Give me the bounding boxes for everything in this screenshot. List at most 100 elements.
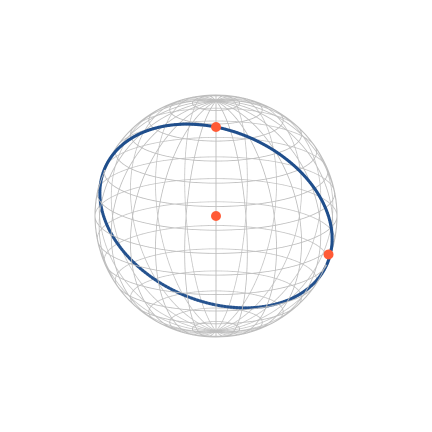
latitude-line-front — [268, 322, 273, 325]
longitude-line-front — [249, 102, 256, 105]
longitude-line-back — [246, 293, 251, 299]
longitude-line-front — [192, 319, 195, 324]
longitude-line-back — [156, 156, 158, 163]
longitude-line-back — [221, 333, 226, 335]
longitude-line-front — [115, 266, 118, 273]
longitude-line-front — [160, 115, 167, 120]
longitude-line-front — [98, 182, 101, 189]
longitude-line-back — [330, 183, 333, 190]
longitude-line-back — [144, 257, 148, 264]
longitude-line-front — [125, 145, 130, 151]
longitude-line-front — [296, 299, 301, 304]
latitude-line-back — [177, 202, 186, 205]
longitude-line-back — [186, 226, 189, 233]
longitude-line-back — [269, 109, 274, 114]
longitude-line-front — [95, 193, 98, 200]
longitude-line-back — [305, 276, 311, 282]
longitude-line-front — [334, 193, 337, 200]
longitude-line-front — [100, 197, 104, 204]
latitude-line-front — [263, 317, 269, 320]
longitude-line-front — [96, 187, 100, 194]
latitude-line-front — [335, 218, 338, 222]
longitude-line-back — [140, 133, 144, 139]
latitude-line-back — [267, 275, 273, 278]
longitude-line-back — [284, 257, 288, 264]
latitude-line-front — [244, 292, 253, 294]
latitude-line-back — [157, 299, 161, 302]
longitude-line-front — [289, 147, 295, 153]
latitude-line-back — [155, 182, 163, 185]
longitude-line-front — [298, 127, 304, 132]
latitude-line-front — [174, 327, 180, 330]
longitude-line-front — [149, 316, 154, 320]
longitude-line-front — [262, 310, 265, 315]
longitude-line-back — [241, 121, 244, 127]
latitude-line-back — [156, 205, 164, 208]
longitude-line-back — [278, 292, 283, 298]
longitude-line-front — [170, 116, 177, 121]
latitude-line-front — [157, 130, 161, 133]
longitude-line-front — [192, 334, 197, 336]
latitude-line-front — [265, 177, 273, 180]
longitude-line-back — [278, 118, 283, 123]
longitude-line-front — [115, 159, 120, 166]
latitude-line-front — [120, 161, 124, 165]
latitude-line-front — [135, 170, 141, 173]
latitude-line-back — [143, 162, 151, 165]
latitude-line-front — [241, 181, 249, 183]
longitude-line-front — [175, 329, 180, 332]
latitude-line-back — [162, 297, 166, 300]
latitude-line-front — [130, 242, 137, 245]
latitude-line-back — [182, 109, 189, 111]
point-center — [211, 211, 221, 221]
longitude-line-front — [194, 149, 197, 156]
longitude-line-front — [131, 299, 136, 304]
longitude-line-back — [196, 286, 200, 293]
latitude-line-front — [281, 267, 289, 270]
longitude-line-front — [315, 164, 320, 171]
latitude-line-back — [333, 233, 335, 237]
longitude-line-front — [317, 205, 320, 213]
longitude-line-back — [223, 325, 229, 329]
longitude-line-front — [194, 107, 200, 112]
longitude-line-front — [115, 194, 118, 201]
longitude-line-back — [240, 315, 246, 319]
longitude-line-back — [292, 235, 296, 242]
longitude-line-front — [163, 178, 167, 186]
longitude-line-front — [238, 316, 241, 321]
latitude-line-front — [277, 198, 285, 202]
longitude-line-back — [99, 217, 101, 224]
longitude-line-front — [254, 110, 262, 114]
latitude-line-back — [276, 183, 284, 186]
longitude-line-back — [218, 324, 222, 328]
longitude-line-back — [314, 159, 317, 166]
latitude-line-back — [286, 257, 293, 260]
latitude-line-back — [265, 252, 273, 255]
longitude-line-front — [230, 104, 237, 108]
longitude-line-front — [287, 123, 294, 128]
longitude-line-front — [286, 297, 290, 303]
latitude-line-back — [136, 233, 143, 237]
longitude-line-back — [118, 149, 122, 156]
latitude-line-front — [333, 195, 335, 199]
longitude-line-front — [141, 310, 147, 315]
latitude-line-back — [147, 230, 155, 234]
latitude-line-back — [299, 148, 306, 152]
longitude-line-back — [202, 304, 205, 309]
longitude-line-front — [294, 123, 300, 129]
latitude-line-front — [295, 296, 301, 300]
longitude-line-back — [315, 225, 319, 232]
longitude-line-front — [239, 313, 242, 318]
longitude-line-front — [314, 266, 317, 273]
longitude-line-back — [155, 200, 158, 208]
latitude-line-front — [239, 251, 248, 254]
longitude-line-back — [131, 128, 136, 133]
longitude-line-back — [260, 114, 264, 119]
longitude-line-back — [134, 124, 139, 129]
longitude-line-front — [167, 310, 170, 315]
longitude-line-front — [266, 138, 271, 145]
latitude-line-back — [322, 221, 327, 225]
latitude-line-front — [308, 188, 314, 192]
latitude-line-front — [292, 307, 296, 310]
longitude-line-back — [270, 319, 277, 323]
